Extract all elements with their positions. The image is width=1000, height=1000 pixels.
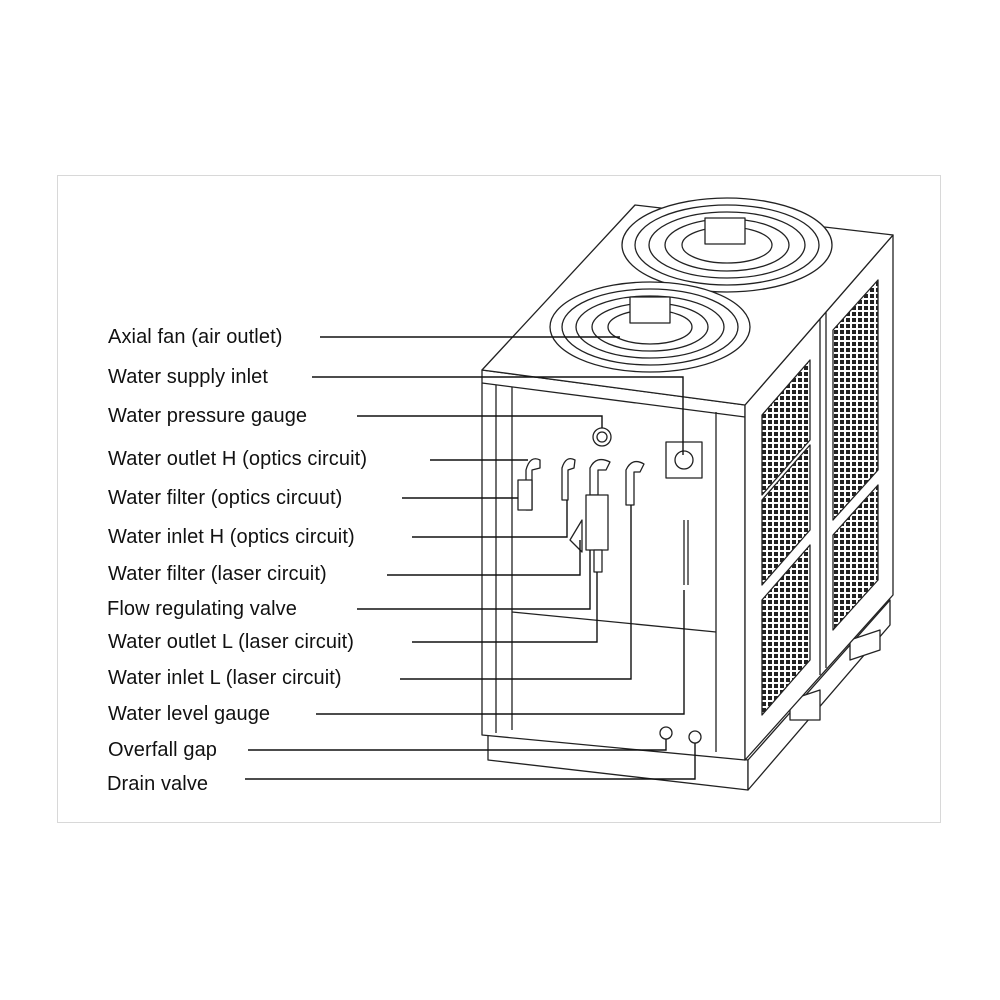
label-water-outlet-h: Water outlet H (optics circuit) [108, 448, 368, 470]
leader-line [245, 743, 696, 780]
label-overfall-gap: Overfall gap [108, 739, 218, 761]
filter-optics [517, 479, 533, 511]
leader-line [248, 739, 667, 751]
overfall-gap [659, 726, 673, 740]
leader-line [316, 590, 685, 715]
label-water-filter-laser: Water filter (laser circuit) [108, 563, 327, 585]
leader-line [357, 415, 603, 428]
inlet-h [561, 457, 576, 501]
valve-laser [585, 494, 609, 551]
leader-line [400, 505, 632, 680]
label-drain-valve: Drain valve [107, 773, 209, 795]
leader-line [357, 550, 591, 610]
label-water-filter-optics: Water filter (optics circuut) [108, 487, 343, 509]
chiller-front-panel [481, 369, 746, 761]
leader-line [412, 572, 598, 643]
leader-line [312, 376, 684, 455]
axial-fan-rear [621, 197, 833, 293]
label-water-inlet-h: Water inlet H (optics circuit) [108, 526, 355, 548]
outlet-l [589, 458, 611, 496]
label-water-level-gauge: Water level gauge [108, 703, 271, 725]
side-grille [761, 359, 811, 496]
inlet-l [625, 460, 645, 506]
filter-laser [569, 519, 583, 553]
drain-valve [688, 730, 702, 744]
label-water-outlet-l: Water outlet L (laser circuit) [108, 631, 355, 653]
leader-line [387, 540, 581, 576]
axial-fan-front [549, 281, 751, 373]
label-water-supply-inlet: Water supply inlet [108, 366, 269, 388]
label-water-inlet-l: Water inlet L (laser circuit) [108, 667, 342, 689]
label-water-pressure-gauge: Water pressure gauge [108, 405, 308, 427]
leader-line [412, 500, 568, 538]
diagram-frame [57, 175, 941, 823]
label-axial-fan: Axial fan (air outlet) [108, 326, 283, 348]
label-flow-regulating-valve: Flow regulating valve [107, 598, 297, 620]
